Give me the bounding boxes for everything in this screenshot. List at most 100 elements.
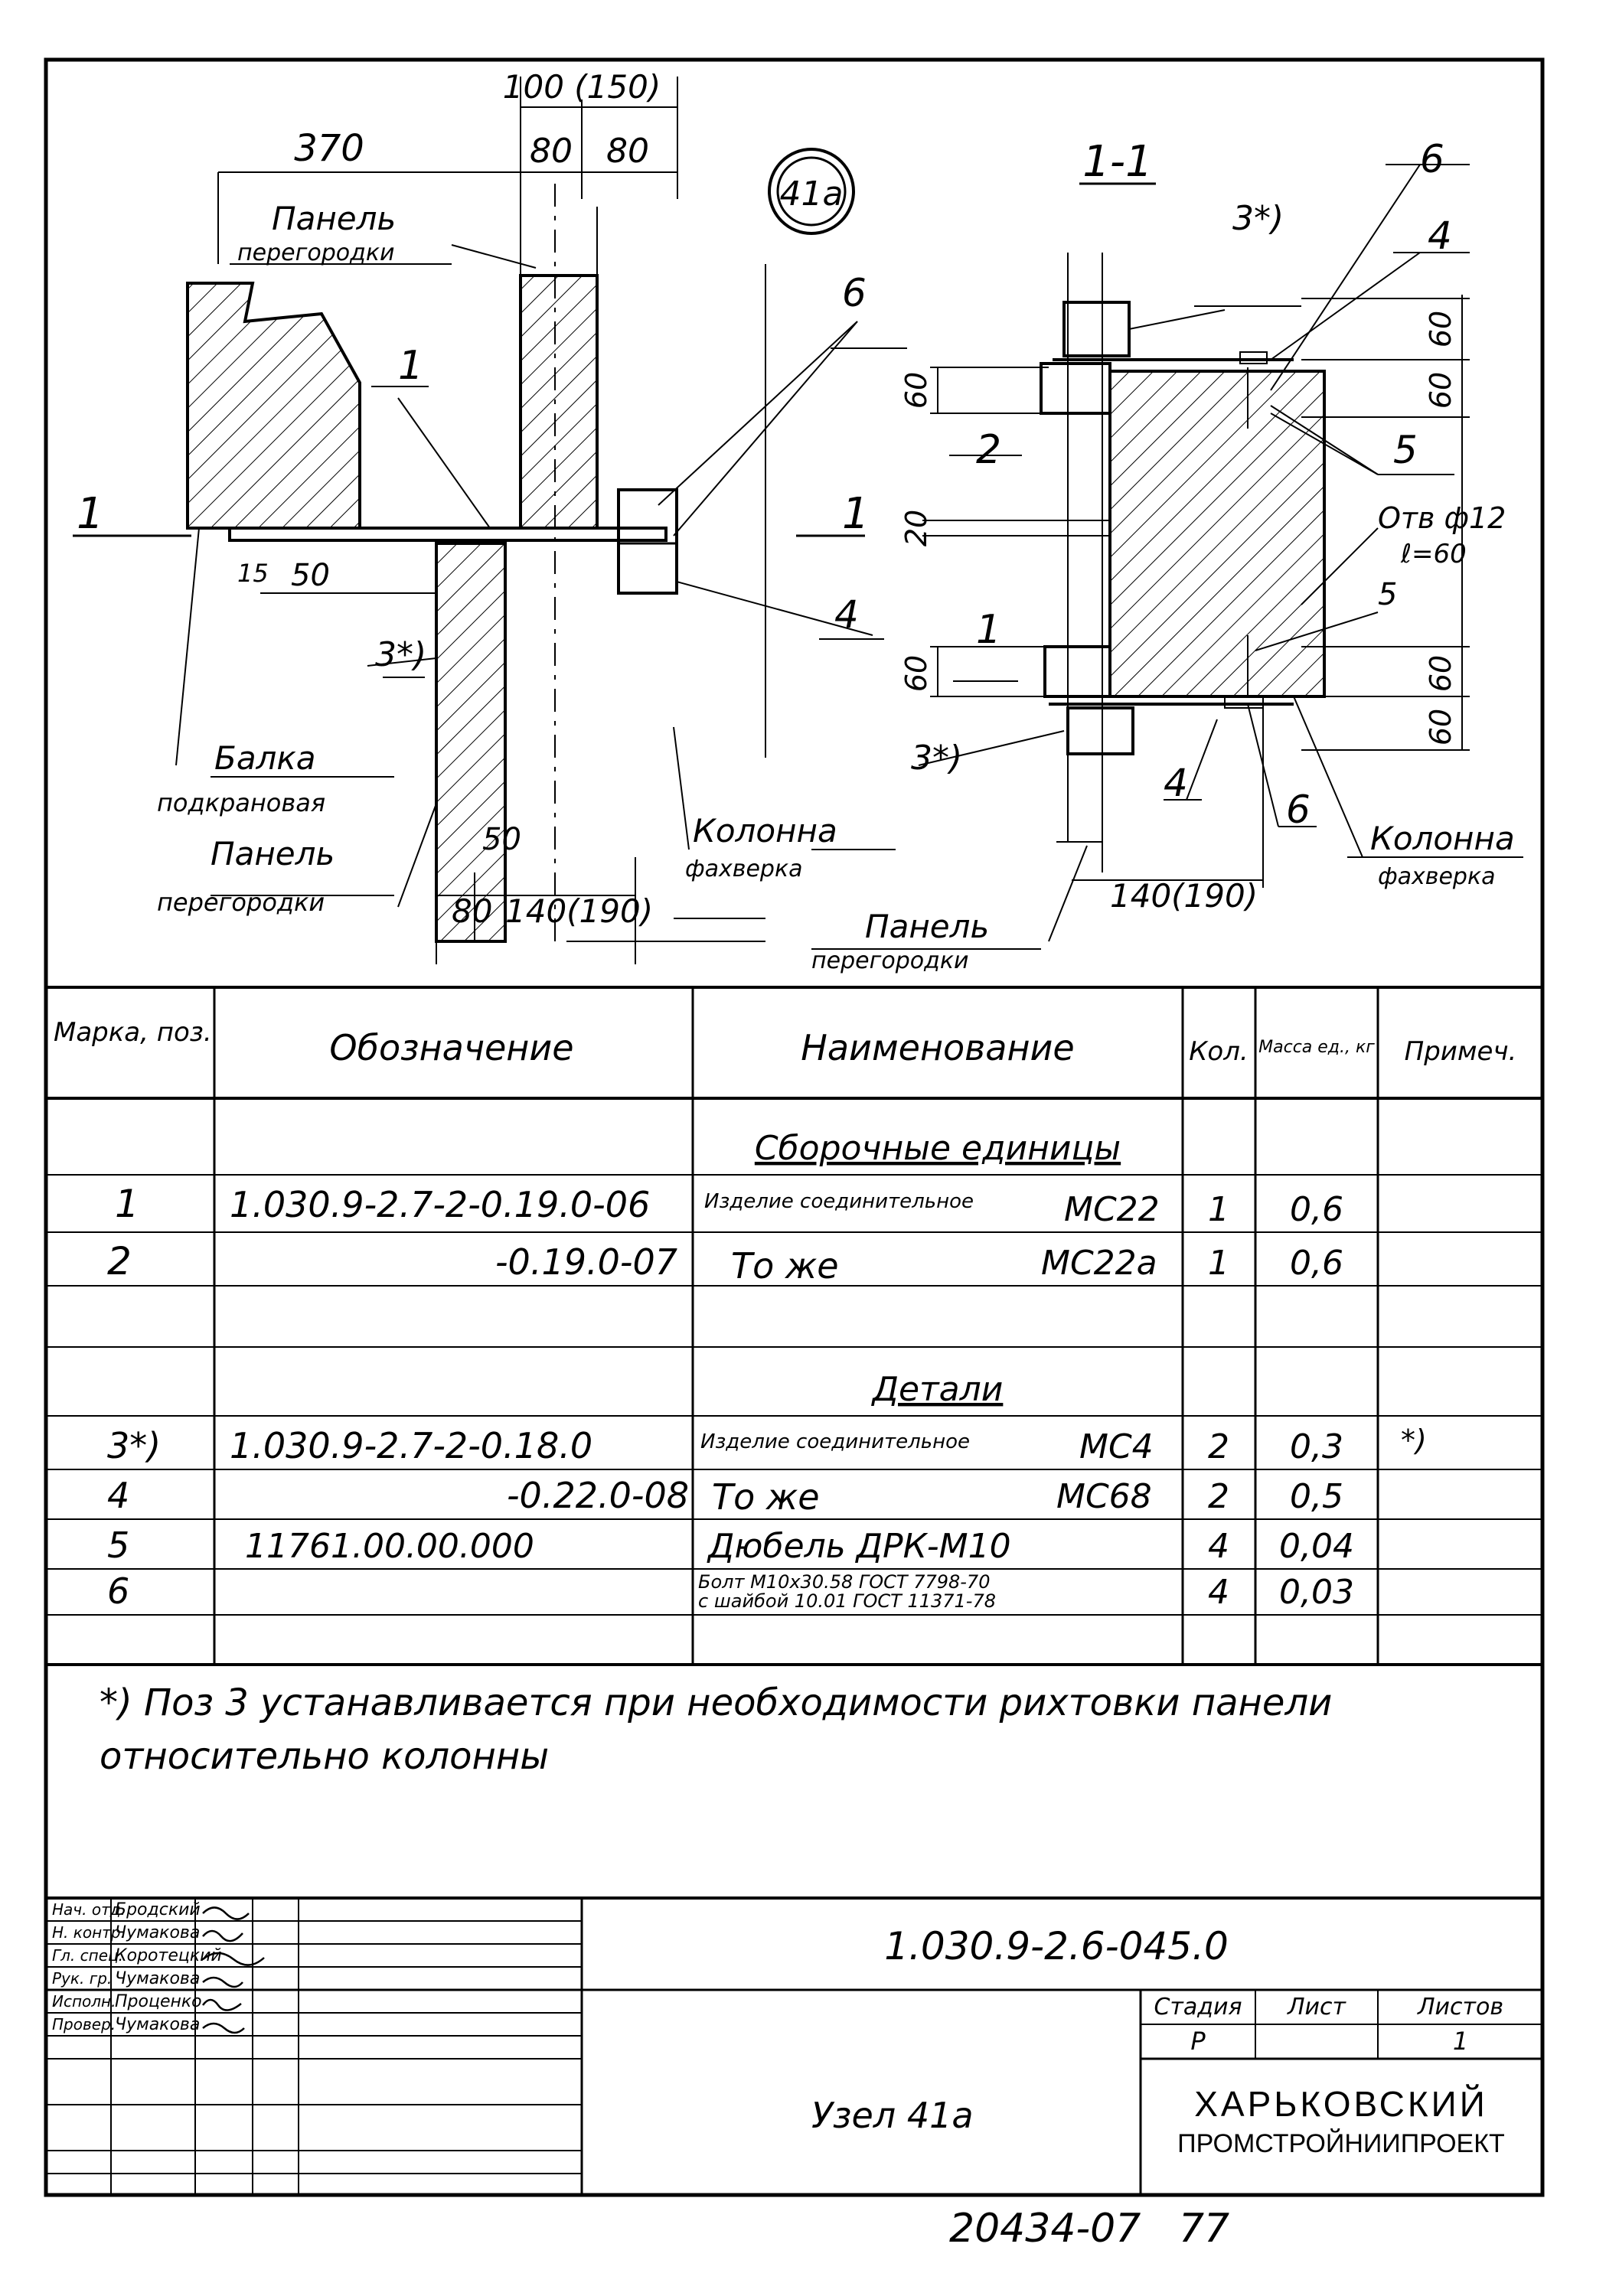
sig-role-4: Рук. гр. xyxy=(52,1969,112,1988)
right-dim-60-b: 60 xyxy=(899,655,933,692)
right-pos-4-top: 4 xyxy=(1428,214,1452,258)
label-column-2: фахверка xyxy=(685,856,802,882)
label-panel-bottom-1: Панель xyxy=(211,835,335,872)
dim-100-150: 100 (150) xyxy=(503,68,661,106)
dim-140-190-left: 140(190) xyxy=(505,892,653,930)
title-org-1: ХАРЬКОВСКИЙ xyxy=(1194,2084,1488,2124)
row1-name: МС22 xyxy=(1064,1190,1160,1229)
row4-mass: 0,5 xyxy=(1290,1477,1343,1516)
right-pos-6-top: 6 xyxy=(1420,137,1444,181)
sig-role-2: Н. контр. xyxy=(52,1923,126,1942)
row4-qty: 2 xyxy=(1208,1477,1229,1516)
row2-qty: 1 xyxy=(1208,1244,1229,1283)
dim-80-b: 80 xyxy=(606,132,649,171)
row6-name: с шайбой 10.01 ГОСТ 11371-78 xyxy=(698,1590,996,1612)
signature-scribbles xyxy=(201,1906,265,2034)
right-pos-6-bottom: 6 xyxy=(1286,788,1311,832)
right-pos-1: 1 xyxy=(976,607,1001,653)
right-dim-60-a: 60 xyxy=(899,372,933,409)
right-pos-5-bottom: 5 xyxy=(1378,577,1397,612)
sig-name-2: Чумакова xyxy=(115,1923,200,1942)
row6-mass: 0,03 xyxy=(1279,1573,1354,1612)
dim-15: 15 xyxy=(237,559,269,588)
right-dim-140-190: 140(190) xyxy=(1110,877,1258,915)
right-label-column-1: Колонна xyxy=(1370,820,1515,857)
left-detail-drawing xyxy=(73,77,907,964)
row3-pos: 3*) xyxy=(107,1425,161,1466)
label-beam-1: Балка xyxy=(214,739,316,777)
right-pos-4-bottom: 4 xyxy=(1164,761,1188,805)
row4-name-small: То же xyxy=(712,1476,820,1518)
right-hole-2: ℓ=60 xyxy=(1400,539,1467,569)
row3-name: МС4 xyxy=(1079,1427,1154,1466)
header-name: Наименование xyxy=(801,1027,1074,1068)
label-pos-6: 6 xyxy=(842,271,867,315)
header-qty: Кол. xyxy=(1189,1036,1248,1067)
row5-name: Дюбель ДРК-М10 xyxy=(707,1527,1011,1566)
sheet-frame xyxy=(44,57,1545,2197)
right-dim-60-f: 60 xyxy=(1424,709,1457,745)
section-title: 1-1 xyxy=(1082,137,1152,187)
section-mark-right: 1 xyxy=(842,489,870,539)
right-label-panel-2: перегородки xyxy=(811,947,968,974)
label-panel-top-2: перегородки xyxy=(237,240,394,266)
row6-name-small: Болт М10х30.58 ГОСТ 7798-70 xyxy=(698,1571,990,1593)
row3-note: *) xyxy=(1401,1424,1427,1457)
row2-mass: 0,6 xyxy=(1290,1244,1343,1283)
title-sheets-label: Листов xyxy=(1417,1994,1503,2020)
row3-name-small: Изделие соединительное xyxy=(700,1430,970,1453)
title-stage: Р xyxy=(1190,2027,1206,2056)
row2-designation: -0.19.0-07 xyxy=(495,1241,677,1283)
label-panel-top-1: Панель xyxy=(272,200,396,237)
spec-table-grid xyxy=(46,986,1542,1666)
dim-50-b: 50 xyxy=(482,822,521,857)
right-pos-3-top: 3*) xyxy=(1232,199,1284,238)
sig-name-1: Бродский xyxy=(115,1900,201,1919)
section-details: Детали xyxy=(871,1370,1004,1409)
title-org-2: ПРОМСТРОЙНИИПРОЕКТ xyxy=(1177,2129,1505,2158)
row6-pos: 6 xyxy=(107,1570,129,1612)
right-label-column-2: фахверка xyxy=(1378,863,1495,890)
label-beam-2: подкрановая xyxy=(157,788,325,817)
row3-designation: 1.030.9-2.7-2-0.18.0 xyxy=(230,1425,592,1466)
right-pos-2: 2 xyxy=(976,427,1001,473)
dim-370: 370 xyxy=(294,127,364,170)
row2-name: МС22а xyxy=(1041,1244,1157,1283)
sig-name-3: Коротецкий xyxy=(115,1946,222,1965)
right-dim-20: 20 xyxy=(899,510,933,546)
section-assembly: Сборочные единицы xyxy=(755,1129,1121,1168)
right-label-panel-1: Панель xyxy=(865,908,989,945)
row5-pos: 5 xyxy=(107,1525,129,1566)
header-note: Примеч. xyxy=(1405,1036,1517,1067)
footnote: *) Поз 3 устанавливается при необходимос… xyxy=(100,1681,1333,1778)
sig-name-6: Чумакова xyxy=(115,2015,200,2034)
row3-qty: 2 xyxy=(1208,1427,1229,1466)
row1-mass: 0,6 xyxy=(1290,1190,1343,1229)
row1-qty: 1 xyxy=(1208,1190,1229,1229)
row1-designation: 1.030.9-2.7-2-0.19.0-06 xyxy=(230,1184,650,1225)
row6-qty: 4 xyxy=(1208,1573,1229,1612)
row5-mass: 0,04 xyxy=(1279,1527,1354,1566)
title-doc-number: 1.030.9-2.6-045.0 xyxy=(884,1924,1229,1968)
sig-name-4: Чумакова xyxy=(115,1969,200,1988)
row4-name: МС68 xyxy=(1056,1477,1152,1516)
right-pos-5-top: 5 xyxy=(1393,428,1418,472)
sig-role-3: Гл. спец. xyxy=(52,1946,123,1965)
dim-50-a: 50 xyxy=(291,558,330,593)
right-dim-60-c: 60 xyxy=(1424,311,1457,347)
node-badge-circle xyxy=(768,148,855,235)
title-node-name: Узел 41а xyxy=(811,2095,974,2136)
title-block-grid xyxy=(46,1896,1542,2195)
dim-80-a: 80 xyxy=(530,132,573,171)
row3-mass: 0,3 xyxy=(1290,1427,1343,1466)
bottom-number: 20434-07 77 xyxy=(949,2206,1230,2252)
label-column-1: Колонна xyxy=(693,812,837,850)
row2-pos: 2 xyxy=(107,1239,132,1283)
sig-role-6: Провер. xyxy=(52,2015,116,2033)
sig-name-5: Проценко xyxy=(115,1992,202,2011)
row5-qty: 4 xyxy=(1208,1527,1229,1566)
sig-role-5: Исполн. xyxy=(52,1992,116,2011)
row2-name-small: То же xyxy=(731,1245,839,1287)
right-dim-60-e: 60 xyxy=(1424,655,1457,692)
label-pos-4: 4 xyxy=(834,592,859,637)
